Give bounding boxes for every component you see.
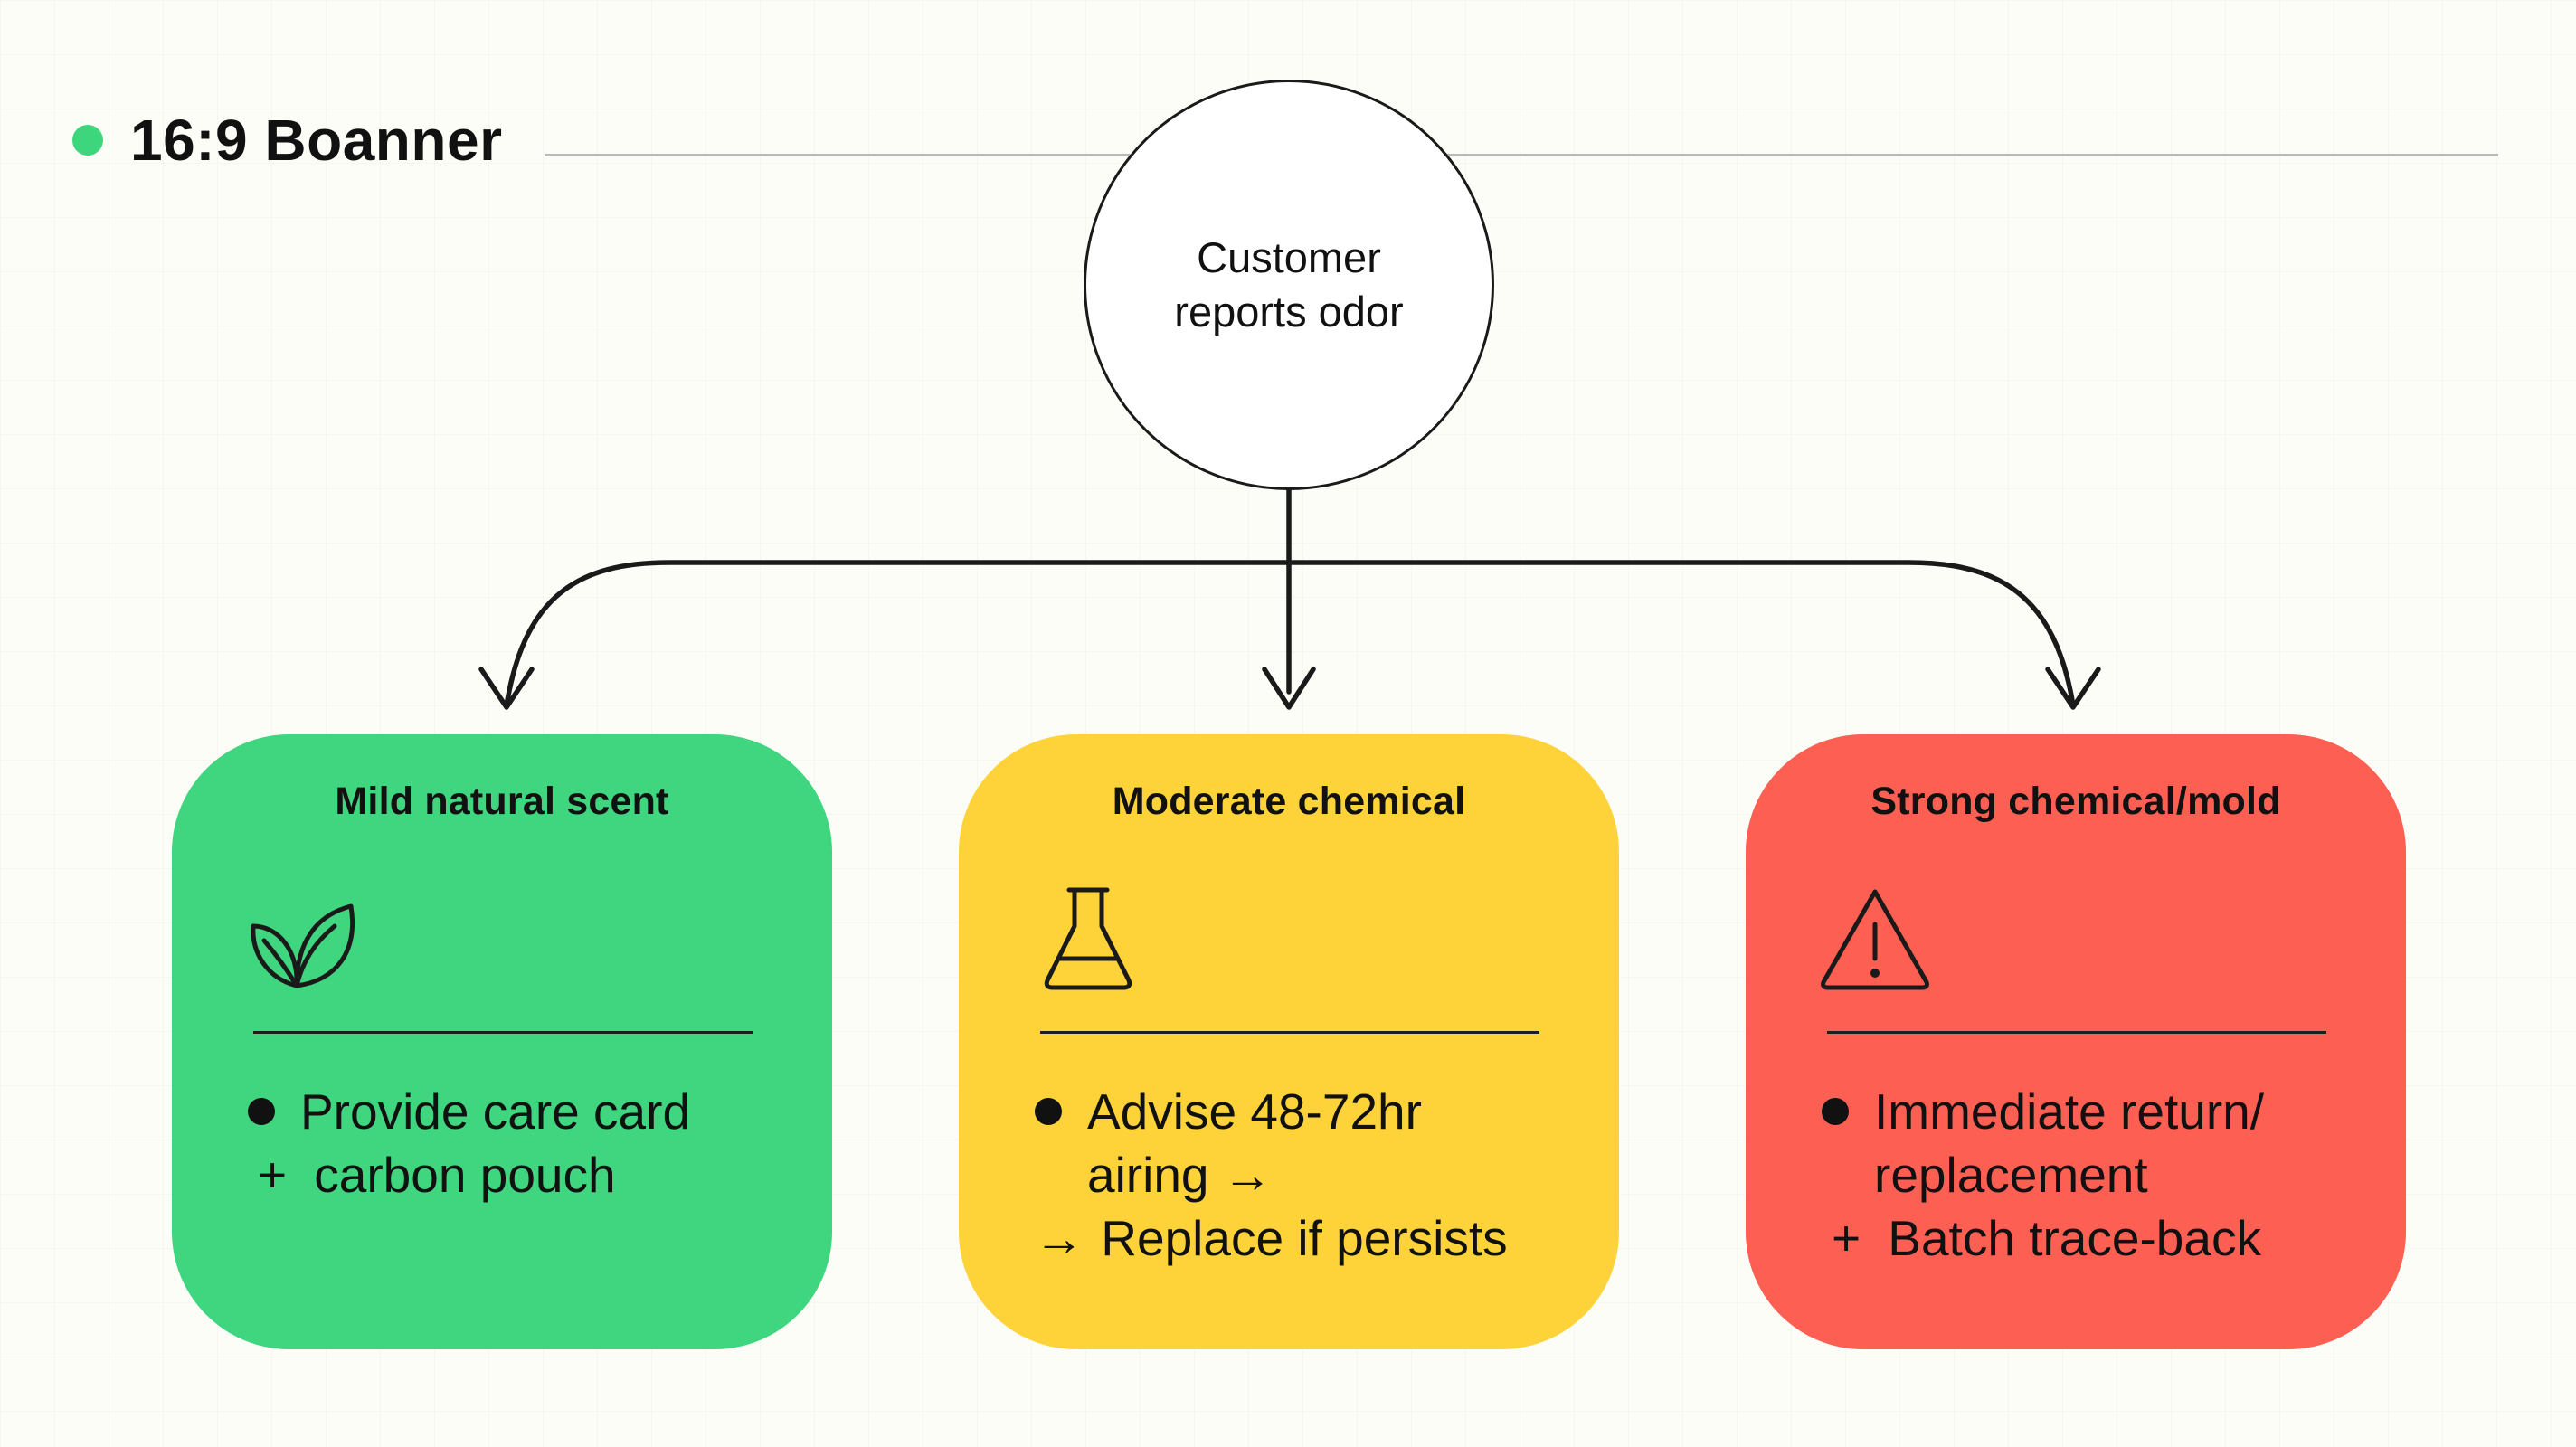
- flask-icon: [1044, 887, 1132, 990]
- warning-icon: [1821, 889, 1929, 990]
- header: 16:9 Boanner: [72, 104, 502, 176]
- outcome-card-mild: Mild natural scent Provide care card + c…: [172, 734, 832, 1349]
- connector-branch-mild: [504, 560, 1292, 708]
- root-node-label: Customer reports odor: [1174, 232, 1404, 336]
- outcome-card-moderate: Moderate chemical Advise 48-72hr airing …: [959, 734, 1619, 1349]
- arrow-right-icon: →: [1034, 1210, 1084, 1266]
- leaf-icon: [251, 903, 355, 988]
- card-action-text: Immediate return/ replacement + Batch tr…: [1818, 1080, 2370, 1270]
- card-divider: [1827, 1031, 2326, 1034]
- header-divider: [545, 154, 2498, 156]
- connector-branch-strong: [1286, 560, 2076, 708]
- arrowhead-mild: [478, 667, 535, 710]
- card-action-text: Provide care card + carbon pouch: [244, 1080, 796, 1206]
- arrowhead-strong: [2045, 667, 2101, 710]
- card-action-text: Advise 48-72hr airing → → Replace if per…: [1031, 1080, 1583, 1270]
- arrowhead-moderate: [1262, 667, 1316, 710]
- bullet-dot: [248, 1098, 275, 1125]
- card-divider: [253, 1031, 753, 1034]
- page-title: 16:9 Boanner: [130, 108, 503, 173]
- card-title: Moderate chemical: [1112, 780, 1466, 823]
- card-title: Mild natural scent: [335, 780, 669, 823]
- plus-icon: +: [1831, 1210, 1861, 1266]
- card-title: Strong chemical/mold: [1870, 780, 2281, 823]
- bullet-dot: [1035, 1098, 1062, 1125]
- outcome-card-strong: Strong chemical/mold Immediate return/ r…: [1746, 734, 2406, 1349]
- bullet-dot: [1822, 1098, 1849, 1125]
- root-node-circle: Customer reports odor: [1084, 80, 1494, 490]
- plus-icon: +: [257, 1147, 288, 1203]
- status-dot: [72, 125, 103, 156]
- card-divider: [1040, 1031, 1539, 1034]
